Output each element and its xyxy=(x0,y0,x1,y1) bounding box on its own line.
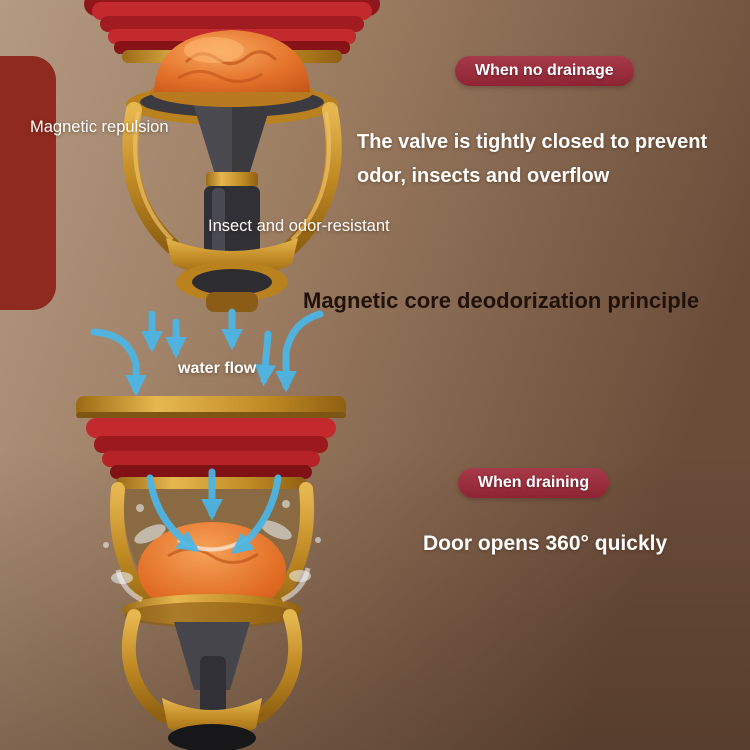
water-flow-arrows xyxy=(90,308,324,397)
open-valve-description: Door opens 360° quickly xyxy=(423,532,668,555)
badge-when-no-drainage: When no drainage xyxy=(455,56,634,86)
bottom-flange-rings xyxy=(76,396,346,490)
closed-valve-description-line1: The valve is tightly closed to prevent xyxy=(357,131,708,153)
label-insect-odor-resistant: Insect and odor-resistant xyxy=(208,217,390,235)
chamber-flow-arrows xyxy=(146,468,282,554)
closed-valve-description-line2: odor, insects and overflow xyxy=(357,165,610,187)
closed-valve-description: The valve is tightly closed to prevent o… xyxy=(357,125,707,193)
left-red-panel xyxy=(0,56,56,310)
badge-when-draining: When draining xyxy=(458,468,610,498)
bottom-valve-open xyxy=(76,396,346,750)
top-valve-closed xyxy=(84,0,380,312)
bottom-cage xyxy=(121,609,303,750)
label-magnetic-repulsion: Magnetic repulsion xyxy=(30,118,169,136)
main-title: Magnetic core deodorization principle xyxy=(303,288,700,313)
label-water-flow: water flow xyxy=(178,360,257,377)
orange-seal-dome xyxy=(150,30,314,107)
